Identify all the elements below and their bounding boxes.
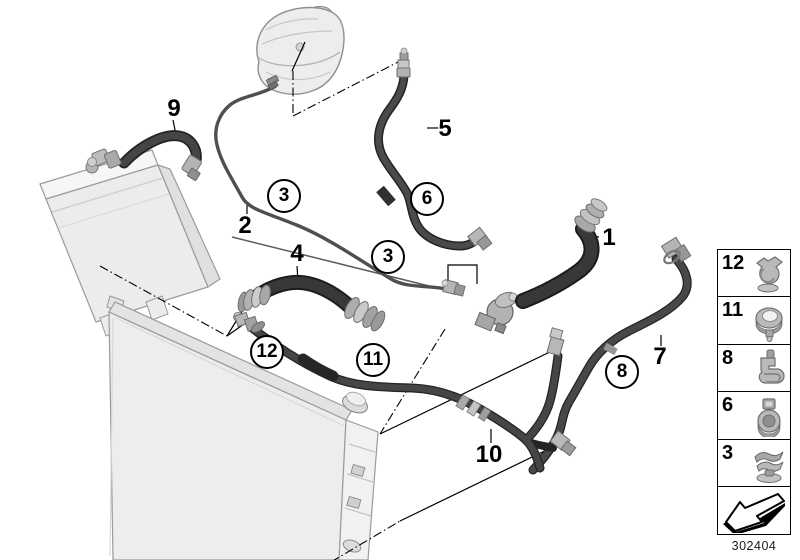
hose-2 [214, 75, 466, 297]
legend-panel: 12 11 8 6 [717, 249, 791, 536]
legend-item-12[interactable]: 12 [717, 249, 791, 298]
callout-clamp-12[interactable]: 12 [250, 335, 284, 369]
legend-number-11: 11 [722, 299, 744, 322]
hose-5 [373, 47, 493, 251]
callout-hose-4[interactable]: 4 [290, 240, 304, 267]
callout-hose-7[interactable]: 7 [653, 343, 667, 370]
legend-number-3: 3 [722, 441, 734, 464]
reference-lines [99, 58, 446, 560]
legend-item-11[interactable]: 11 [717, 296, 791, 346]
callout-hose-9[interactable]: 9 [167, 95, 181, 122]
legend-item-3[interactable]: 3 [717, 438, 791, 488]
hose-4 [237, 274, 386, 332]
callout-clamp-11[interactable]: 11 [356, 343, 390, 377]
hose-1 [474, 198, 608, 335]
callout-clip-3-a[interactable]: 3 [267, 179, 301, 213]
clamp-bracket-icon [757, 398, 781, 438]
legend-number-6: 6 [722, 394, 734, 417]
legend-item-arrow[interactable] [717, 486, 791, 536]
main-radiator [106, 295, 379, 560]
callout-clip-8[interactable]: 8 [605, 355, 639, 389]
callout-clip-3-b[interactable]: 3 [371, 240, 405, 274]
direction-arrow-icon [723, 493, 785, 534]
callout-hose-1[interactable]: 1 [602, 224, 616, 251]
hose-clip-icon [754, 451, 784, 483]
auxiliary-radiator [39, 149, 221, 337]
drawing-number: 302404 [731, 539, 777, 553]
legend-item-6[interactable]: 6 [717, 391, 791, 441]
ring-clamp-icon [755, 307, 783, 343]
callout-hose-2[interactable]: 2 [238, 212, 252, 239]
hose-clamp-icon [756, 256, 783, 293]
legend-item-8[interactable]: 8 [717, 343, 791, 393]
callout-hose-10[interactable]: 10 [475, 441, 503, 468]
hose-holder-icon [758, 349, 785, 384]
legend-number-12: 12 [722, 252, 745, 274]
hose-10 [233, 311, 577, 473]
hose-9 [87, 130, 202, 182]
callout-hose-5[interactable]: 5 [438, 115, 452, 142]
callout-clamp-6[interactable]: 6 [410, 182, 444, 216]
legend-number-8: 8 [722, 346, 734, 369]
